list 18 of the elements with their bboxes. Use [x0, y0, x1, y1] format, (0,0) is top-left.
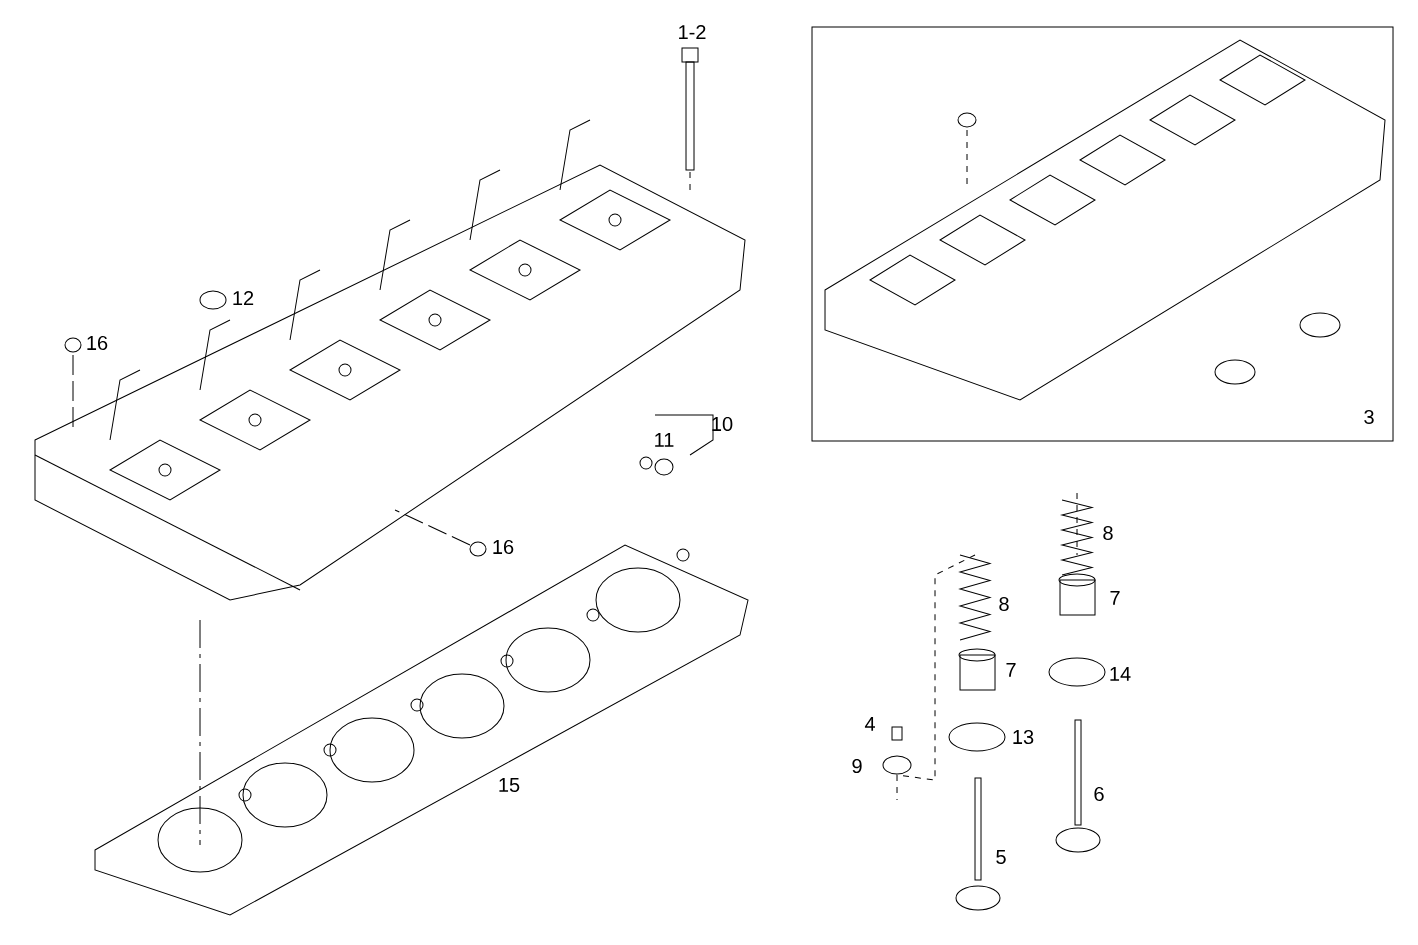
- callout-number: 4: [864, 717, 875, 731]
- callout-number: 8: [999, 596, 1009, 612]
- callout-number: 6: [1094, 786, 1104, 802]
- callout-number: 10: [712, 416, 733, 432]
- callout-number: 3: [1364, 409, 1374, 425]
- callout-number: 1-2: [679, 25, 706, 39]
- callout-number: 7: [1006, 663, 1016, 677]
- callout-number: 5: [996, 850, 1006, 864]
- callout-number: 12: [233, 291, 254, 305]
- callout-number: 15: [499, 778, 520, 792]
- callout-number: 8: [1103, 525, 1113, 541]
- callout-number: 16: [493, 539, 514, 555]
- callout-number: 7: [1110, 591, 1120, 605]
- callout-number: 14: [1110, 667, 1131, 681]
- callout-number: 9: [852, 758, 862, 774]
- callout-number: 11: [655, 433, 674, 447]
- callout-number: 16: [87, 335, 108, 351]
- callout-number: 13: [1013, 729, 1034, 745]
